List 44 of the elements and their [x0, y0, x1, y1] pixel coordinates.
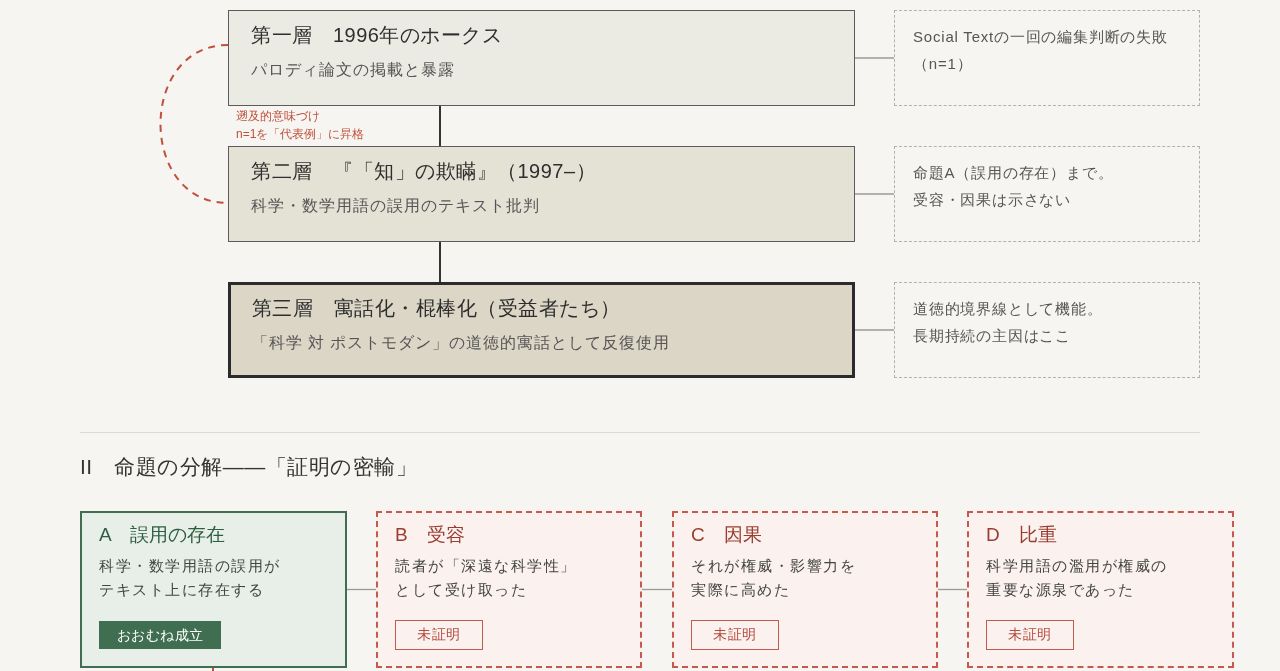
proposition-text: 科学用語の濫用が権威の重要な源泉であった: [986, 556, 1169, 600]
note-box: [894, 10, 1200, 106]
note-box: [894, 146, 1200, 242]
proposition-heading: A 誤用の存在: [99, 523, 225, 547]
note-box: [894, 282, 1200, 378]
connector-line: [439, 105, 441, 147]
proposition-text: 読者が「深遠な科学性」として受け取った: [395, 556, 578, 600]
layer-heading: 第一層 1996年のホークス: [251, 23, 503, 48]
note-text: Social Textの一回の編集判断の失敗（n=1）: [913, 27, 1169, 74]
proposition-heading: D 比重: [986, 523, 1057, 547]
connector-line: [212, 667, 214, 671]
status-badge: おおむね成立: [99, 621, 221, 649]
proposition-text: それが権威・影響力を実際に高めた: [691, 556, 857, 600]
annotation-text: 遡及的意味づけ: [236, 109, 320, 124]
proposition-text: 科学・数学用語の誤用がテキスト上に存在する: [99, 556, 282, 600]
annotation-text: n=1を「代表例」に昇格: [236, 127, 365, 142]
layer-heading: 第三層 寓話化・棍棒化（受益者たち）: [251, 295, 621, 321]
connector-line: [439, 241, 441, 283]
layer-heading: 第二層 『「知」の欺瞞』（1997–）: [251, 159, 597, 184]
proposition-box: [80, 511, 347, 668]
connector-line: [854, 57, 895, 59]
connector-line: [937, 588, 968, 591]
note-text: 命題A（誤用の存在）まで。受容・因果は示さない: [913, 163, 1115, 210]
status-badge: 未証明: [691, 620, 779, 650]
connector-line: [346, 588, 377, 591]
layer-box: [228, 282, 855, 378]
layer-description: パロディ論文の掲載と暴露: [251, 60, 455, 80]
layer-description: 科学・数学用語の誤用のテキスト批判: [251, 196, 540, 216]
section-heading: II 命題の分解——「証明の密輸」: [80, 454, 418, 480]
proposition-box: [967, 511, 1234, 668]
proposition-box: [376, 511, 642, 668]
connector-line: [854, 329, 895, 331]
layer-box: [228, 10, 855, 106]
proposition-heading: C 因果: [691, 523, 762, 547]
dashed-curve: [159, 44, 229, 204]
note-text: 道徳的境界線として機能。長期持続の主因はここ: [913, 299, 1104, 346]
status-badge: 未証明: [986, 620, 1074, 650]
status-badge: 未証明: [395, 620, 483, 650]
proposition-box: [672, 511, 938, 668]
layer-box: [228, 146, 855, 242]
proposition-heading: B 受容: [395, 523, 465, 547]
layer-description: 「科学 対 ポストモダン」の道徳的寓話として反復使用: [251, 332, 671, 353]
connector-line: [641, 588, 673, 591]
connector-line: [854, 193, 895, 195]
